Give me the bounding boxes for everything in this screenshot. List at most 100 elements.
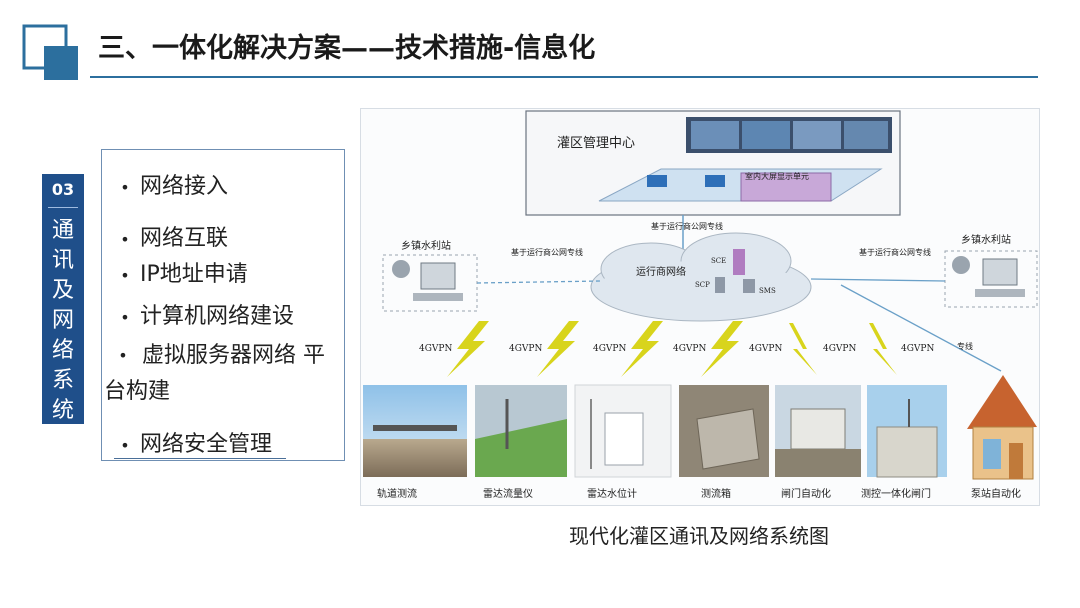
device-label: 泵站自动化 [971, 487, 1021, 500]
wireless-bolt-icon [869, 323, 897, 375]
vpn-links: 4GVPN 4GVPN 4GVPN 4GVPN 4GVPN 4GVPN 4GVP… [419, 321, 934, 377]
display-unit [740, 172, 832, 202]
bullet-dot-icon: • [120, 435, 130, 455]
device-label: 雷达水位计 [587, 487, 637, 500]
computer-icon [982, 258, 1018, 286]
management-center: 灌区管理中心 室内大屏显示单元 [525, 110, 901, 216]
wireless-bolt-icon [789, 323, 817, 375]
device-label: 雷达流量仪 [483, 487, 533, 500]
bullet-item: • 网络互联 [110, 220, 228, 252]
door-icon [1009, 443, 1023, 479]
rail-bridge [373, 425, 457, 431]
vpn-label: 4GVPN [419, 344, 452, 354]
bullet-item: • 网络安全管理 [110, 426, 272, 458]
station-left-label: 乡镇水利站 [401, 239, 451, 252]
bullet-dot-icon: • [118, 346, 128, 365]
vpn-label: 4GVPN [749, 344, 782, 354]
monitor-icon [647, 175, 667, 187]
dedicated-label: 专线 [957, 341, 973, 351]
device-pump-station: 泵站自动化 [967, 375, 1037, 500]
router-icon [952, 256, 970, 274]
tag-char: 网 [51, 308, 74, 333]
tag-char: 及 [51, 278, 74, 303]
tag-char: 讯 [51, 248, 74, 273]
tag-char: 系 [51, 368, 74, 393]
device-label: 闸门自动化 [781, 487, 831, 500]
bullet-dot-icon: • [120, 229, 130, 249]
section-number: 03 [51, 180, 75, 199]
device-label: 测流箱 [701, 487, 731, 500]
section-tag-divider [48, 207, 78, 208]
server-icon [733, 249, 745, 275]
station-left: 乡镇水利站 基于运行商公网专线 [382, 239, 602, 312]
vpn-label: 4GVPN [673, 344, 706, 354]
bullet-item: •虚拟服务器网络 平台构建 [104, 338, 344, 410]
bullet-text: 网络安全管理 [140, 432, 273, 457]
window-icon [983, 439, 1001, 469]
bullet-item: • IP地址申请 [110, 256, 248, 288]
video-wall-panel [844, 121, 888, 149]
device-control-gate: 测控一体化闸门 [861, 385, 947, 500]
right-link-line [810, 278, 946, 282]
cloud-node-sms: SMS [759, 287, 776, 295]
network-diagram: 灌区管理中心 室内大屏显示单元 基于运行商公网专线 运行商网络 SCE SCP … [360, 108, 1040, 506]
vpn-label: 4GVPN [509, 344, 542, 354]
bullet-text: 虚拟服务器网络 平台构建 [104, 343, 325, 404]
vpn-label: 4GVPN [901, 344, 934, 354]
vpn-label: 4GVPN [823, 344, 856, 354]
title-divider [90, 76, 1038, 78]
device-flow-box: 测流箱 [679, 385, 769, 500]
bullet-dot-icon: • [120, 307, 130, 327]
device-radar-level: 雷达水位计 [574, 384, 672, 500]
cloud-node-scp: SCP [695, 281, 710, 289]
device-label: 测控一体化闸门 [861, 487, 931, 500]
wireless-bolt-icon [701, 321, 743, 377]
wireless-bolt-icon [537, 321, 579, 377]
device-gate-auto: 闸门自动化 [775, 385, 861, 500]
device-label: 轨道测流 [377, 487, 417, 500]
database-icon [743, 279, 755, 293]
section-tag-text: 通 讯 及 网 络 系 统 [42, 216, 84, 426]
bullet-underline [114, 458, 286, 459]
bullet-text: 网络互联 [140, 226, 229, 251]
tag-char: 通 [51, 218, 74, 243]
monitor-icon [705, 175, 725, 187]
bullet-panel: •网络接入 •网络互联 •IP地址申请 •计算机网络建设 •虚拟服务器网络 平台… [101, 149, 345, 461]
cloud-label: 运行商网络 [636, 265, 686, 278]
page-title: 三、一体化解决方案——技术措施-信息化 [98, 33, 596, 64]
dedicated-line [840, 284, 1002, 372]
server-icon [715, 277, 725, 293]
screen-label: 室内大屏显示单元 [745, 171, 809, 181]
diagram-caption: 现代化灌区通讯及网络系统图 [569, 524, 829, 548]
keyboard-icon [975, 289, 1025, 297]
device-rail-flow: 轨道测流 [363, 385, 467, 500]
logo-squares-icon [22, 24, 78, 80]
device-radar-flow: 雷达流量仪 [475, 385, 567, 500]
computer-icon [420, 262, 456, 290]
bullet-dot-icon: • [120, 177, 130, 197]
wireless-bolt-icon [621, 321, 663, 377]
video-wall-panel [742, 121, 790, 149]
keyboard-icon [413, 293, 463, 301]
section-tag: 03 通 讯 及 网 络 系 统 [42, 174, 84, 424]
vpn-label: 4GVPN [593, 344, 626, 354]
cloud-node-sce: SCE [711, 257, 726, 265]
link-right-label: 基于运行商公网专线 [859, 247, 931, 257]
bullet-text: 网络接入 [140, 174, 229, 199]
bullet-item: • 计算机网络建设 [110, 298, 294, 330]
router-icon [392, 260, 410, 278]
left-link-line [476, 280, 602, 284]
bullet-dot-icon: • [120, 265, 130, 285]
carrier-cloud: 运行商网络 SCE SCP SMS [590, 232, 812, 322]
link-center-label: 基于运行商公网专线 [651, 221, 723, 231]
bullet-item: • 网络接入 [110, 168, 228, 200]
center-label: 灌区管理中心 [557, 136, 635, 151]
video-wall-panel [691, 121, 739, 149]
link-left-label: 基于运行商公网专线 [511, 247, 583, 257]
bullet-text: 计算机网络建设 [140, 304, 295, 329]
video-wall-panel [793, 121, 841, 149]
station-right-label: 乡镇水利站 [961, 233, 1011, 246]
tag-char: 统 [51, 398, 74, 423]
wireless-bolt-icon [447, 321, 489, 377]
bullet-text: IP地址申请 [140, 262, 248, 287]
